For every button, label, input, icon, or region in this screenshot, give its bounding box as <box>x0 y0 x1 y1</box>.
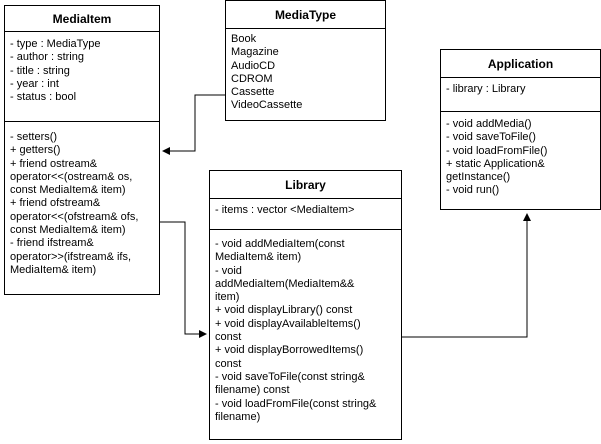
operation: - void run() <box>446 184 500 197</box>
enum-mediatype-values: Book Magazine AudioCD CDROM Cassette Vid… <box>226 29 385 115</box>
operation: operator<<(ostream& os, <box>10 170 133 183</box>
attribute: - title : string <box>10 64 70 77</box>
class-mediaitem-operations: - setters() + getters() + friend ostream… <box>5 121 159 279</box>
operation: + static Application& <box>446 157 545 170</box>
attribute: - items : vector <MediaItem> <box>215 204 355 216</box>
connector-library-to-application <box>402 213 531 338</box>
operation: + void displayLibrary() const <box>215 304 353 317</box>
class-library-attributes: - items : vector <MediaItem> <box>210 199 401 229</box>
class-application-attributes: - library : Library <box>441 78 600 111</box>
connector-mediatype-to-mediaitem <box>162 94 225 155</box>
attribute: - year : int <box>10 77 59 90</box>
operation: + friend ostream& <box>10 157 98 170</box>
enum-value: Cassette <box>231 86 275 99</box>
operation: operator>>(ifstream& ifs, <box>10 250 132 263</box>
operation: getInstance() <box>446 171 511 184</box>
operation: const MediaItem& item) <box>10 184 126 197</box>
enum-mediatype-title: MediaType <box>226 1 385 29</box>
operation: - void loadFromFile(const string& <box>215 397 377 410</box>
enum-value: Magazine <box>231 46 279 59</box>
enum-value: AudioCD <box>231 59 276 72</box>
class-mediaitem-attributes: - type : MediaType - author : string - t… <box>5 32 159 121</box>
operation: const MediaItem& item) <box>10 224 126 237</box>
operation: item) <box>215 291 240 304</box>
operation: + void displayAvailableItems() <box>215 317 361 330</box>
class-application-operations: - void addMedia() - void saveToFile() - … <box>441 111 600 200</box>
operation: - void loadFromFile() <box>446 144 548 157</box>
attribute: - status : bool <box>10 91 77 104</box>
operation: - void <box>215 264 242 277</box>
operation: addMediaItem(MediaItem&& <box>215 277 355 290</box>
class-library-title: Library <box>210 171 401 199</box>
operation: + friend ofstream& <box>10 197 101 210</box>
operation: filename) const <box>215 384 290 397</box>
enum-value: Book <box>231 33 257 45</box>
class-application-title: Application <box>441 50 600 78</box>
operation: MediaItem& item) <box>10 263 97 276</box>
class-application[interactable]: Application - library : Library - void a… <box>440 49 601 210</box>
enum-mediatype[interactable]: MediaType Book Magazine AudioCD CDROM Ca… <box>225 0 386 121</box>
attribute: - author : string <box>10 51 84 64</box>
operation: - void saveToFile(const string& <box>215 370 365 383</box>
attribute: - type : MediaType <box>10 38 101 50</box>
attribute: - library : Library <box>446 83 526 95</box>
operation: operator<<(ofstream& ofs, <box>10 210 139 223</box>
enum-value: VideoCassette <box>231 99 303 112</box>
connector-mediaitem-to-library <box>160 221 207 338</box>
operation: - friend ifstream& <box>10 237 94 250</box>
operation: + void displayBorrowedItems() <box>215 344 364 357</box>
operation: MediaItem& item) <box>215 251 302 264</box>
operation: filename) <box>215 410 261 423</box>
operation: + getters() <box>10 144 61 157</box>
operation: - void saveToFile() <box>446 131 536 144</box>
operation: - void addMedia() <box>446 118 532 130</box>
operation: const <box>215 331 242 344</box>
class-library-operations: - void addMediaItem(const MediaItem& ite… <box>210 229 401 426</box>
operation: const <box>215 357 242 370</box>
class-mediaitem-title: MediaItem <box>5 6 159 32</box>
operation: - void addMediaItem(const <box>215 238 345 250</box>
class-mediaitem[interactable]: MediaItem - type : MediaType - author : … <box>4 5 160 295</box>
enum-value: CDROM <box>231 72 273 85</box>
class-library[interactable]: Library - items : vector <MediaItem> - v… <box>209 170 402 440</box>
operation: - setters() <box>10 131 58 143</box>
